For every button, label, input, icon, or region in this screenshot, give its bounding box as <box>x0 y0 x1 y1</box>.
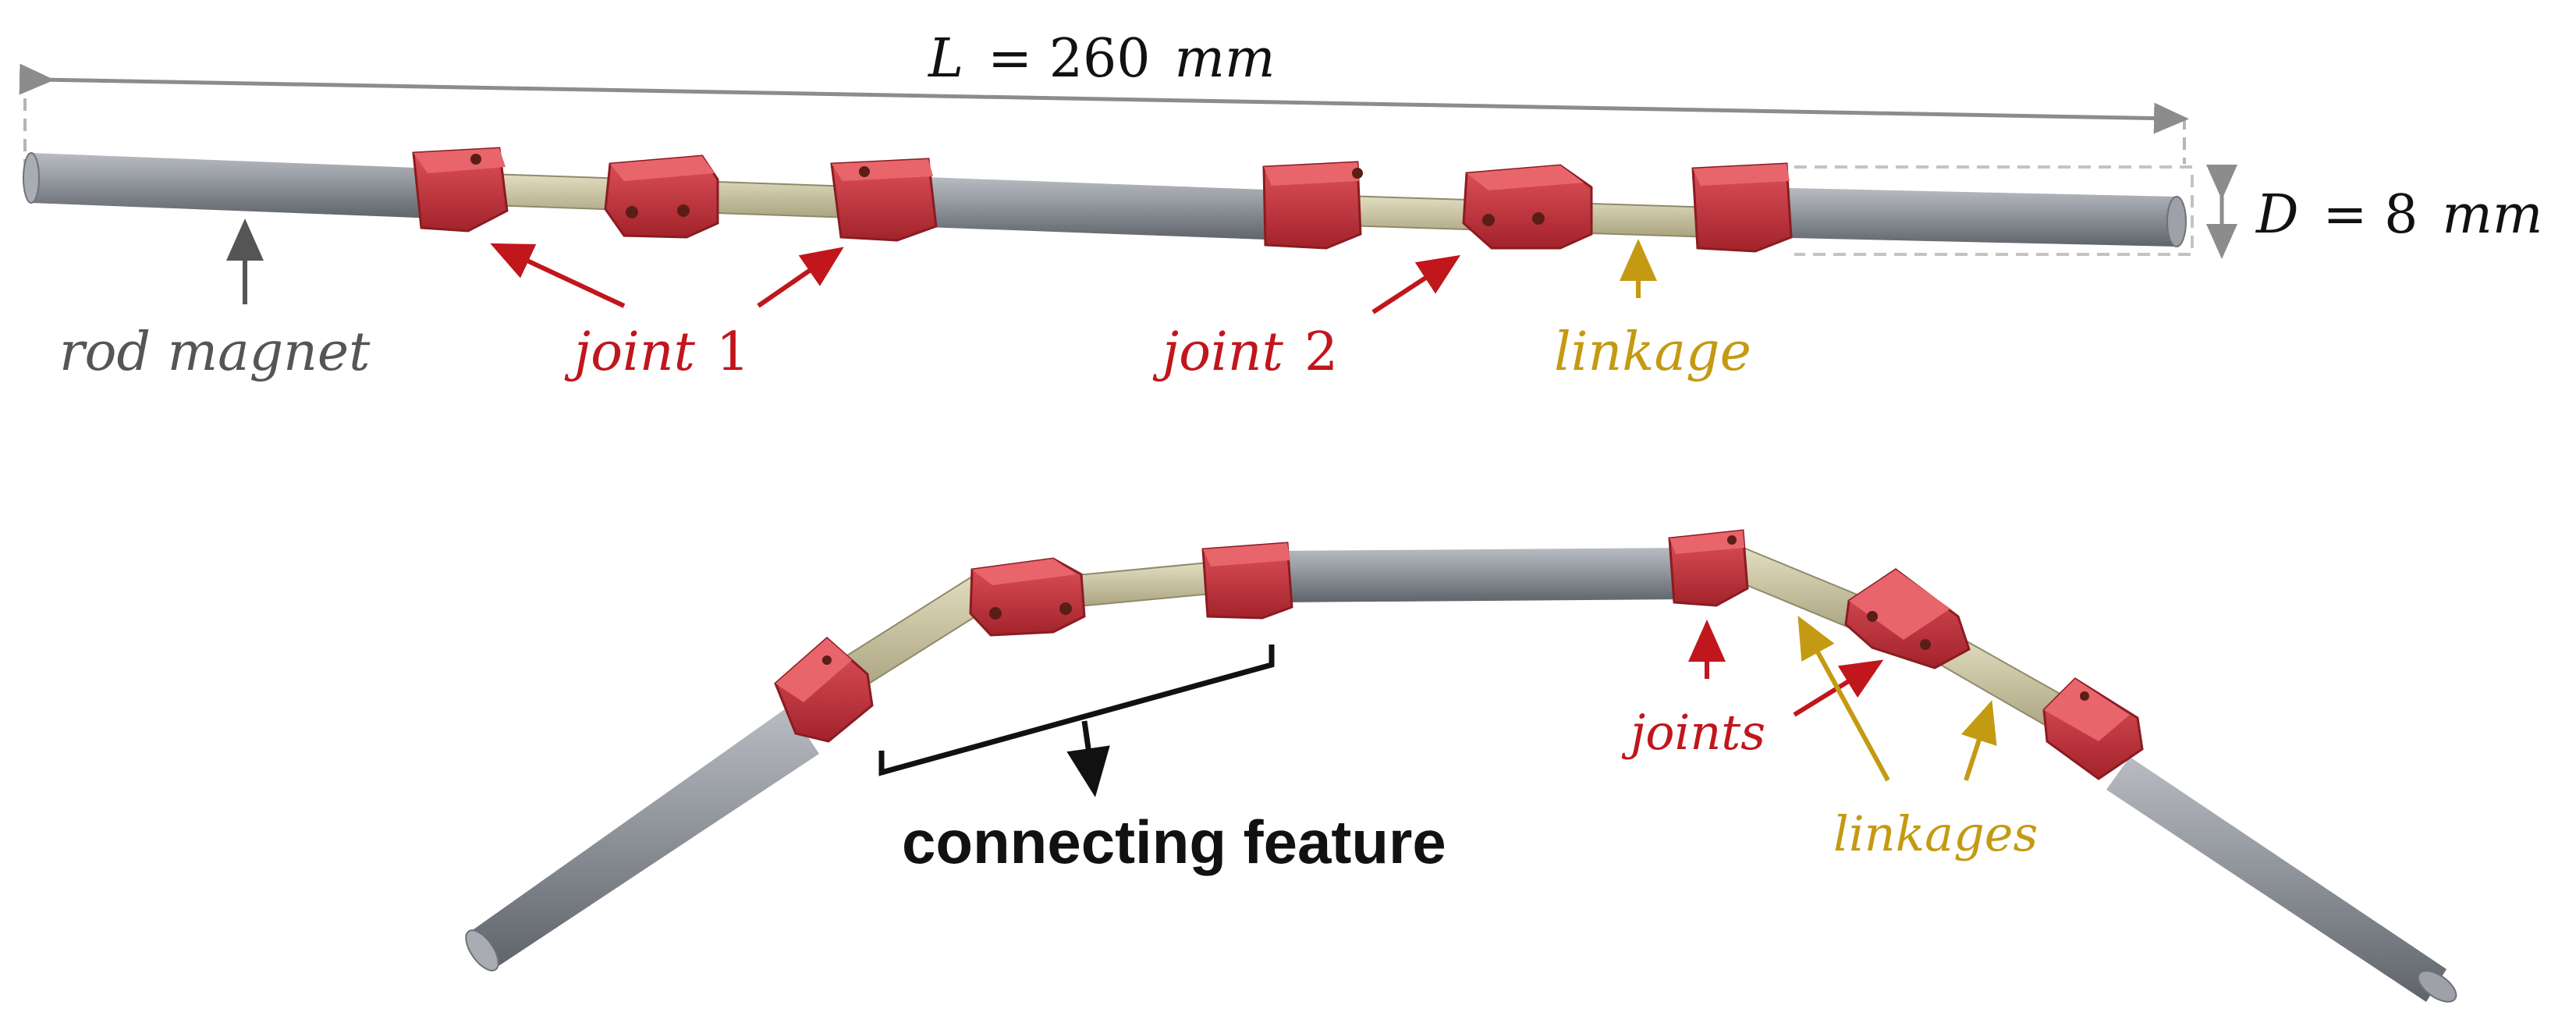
joint-block-bottom-1 <box>774 637 874 743</box>
joint-block-bottom-6 <box>2042 677 2144 780</box>
joint-block-bottom-2 <box>969 557 1086 637</box>
bent-rod-assembly <box>465 529 2457 1003</box>
joint-block-top-1 <box>412 147 509 233</box>
linkages-arrow-right <box>1960 700 1997 781</box>
bent-rod-center <box>1279 548 1685 602</box>
diameter-dimension <box>1794 165 2237 259</box>
rod-magnet-middle <box>905 176 1287 240</box>
connecting-feature-arrow <box>1066 720 1110 797</box>
joints-arrow-right <box>1793 659 1884 717</box>
straight-rod-assembly <box>19 63 2237 259</box>
length-arrow <box>19 63 2189 134</box>
joint1-label: joint 1 <box>564 321 750 383</box>
linkages-arrow-left <box>1797 615 1890 782</box>
top-annotations: L = 260 mm D = 8 mm rod magnet joint 1 j… <box>59 28 2542 383</box>
linkage-label: linkage <box>1554 321 1751 383</box>
joint-block-bottom-3 <box>1201 542 1293 620</box>
joint-block-bottom-4 <box>1668 529 1749 607</box>
length-dimension <box>19 63 2189 164</box>
connecting-feature-label: connecting feature <box>902 808 1446 876</box>
bottom-annotations: connecting feature joints linkages <box>878 615 2038 876</box>
bent-rod-right <box>2106 757 2446 1002</box>
joint-block-top-3 <box>830 158 938 242</box>
diameter-label: D = 8 mm <box>2255 184 2542 246</box>
joint1-arrow-left <box>490 243 626 308</box>
connecting-feature-bracket <box>878 645 1275 776</box>
rod-magnet-left <box>31 153 437 218</box>
length-label: L = 260 mm <box>927 28 1276 90</box>
joint-block-top-4 <box>1262 161 1363 250</box>
joint-block-top-5 <box>1462 164 1593 250</box>
joint-block-top-2 <box>604 154 719 239</box>
rod-magnet-right <box>1755 187 2177 247</box>
bent-rod-left <box>468 707 819 968</box>
joint-block-top-6 <box>1691 162 1793 253</box>
linkages-label: linkages <box>1833 805 2038 862</box>
bent-linkage-left-2 <box>1067 560 1220 609</box>
joint-block-bottom-5 <box>1844 568 1971 670</box>
joints-label: joints <box>1621 704 1765 761</box>
joint1-arrow-right <box>757 247 844 308</box>
joint2-arrow <box>1371 254 1461 314</box>
rod-magnet-label: rod magnet <box>59 321 371 383</box>
joint2-label: joint 2 <box>1152 321 1338 383</box>
